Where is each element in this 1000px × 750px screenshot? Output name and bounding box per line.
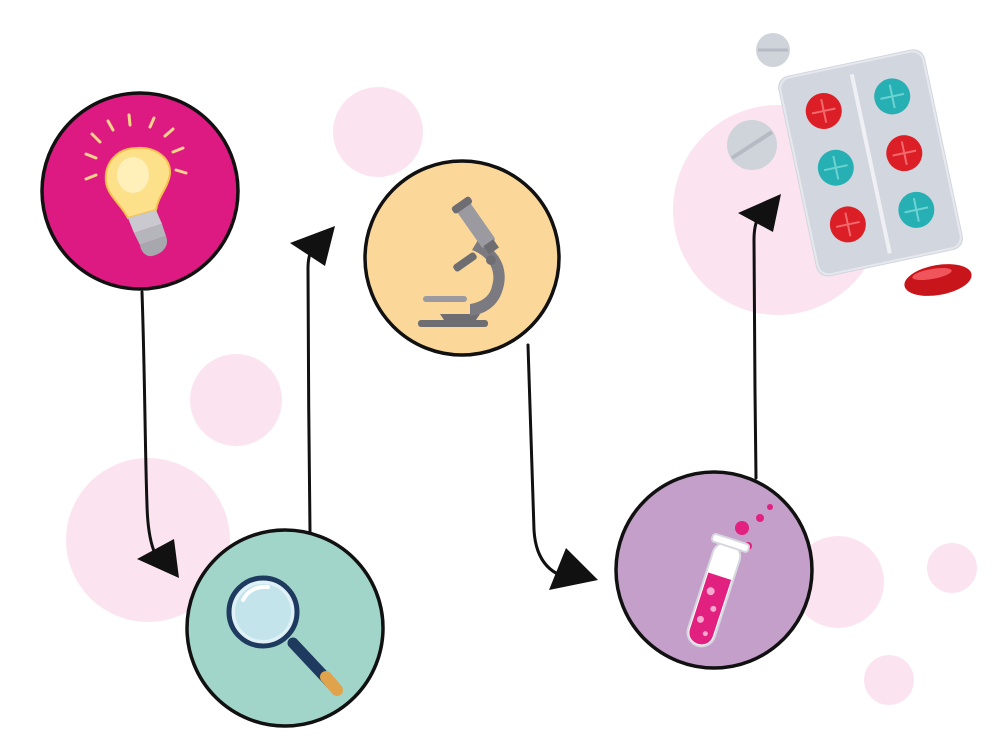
capsule-icon — [904, 264, 972, 296]
flow-arrows — [137, 194, 781, 590]
pill-teal — [817, 149, 854, 186]
pill-red — [886, 135, 923, 172]
arrowhead — [290, 226, 335, 266]
arrowhead — [549, 548, 598, 590]
loose-tablet-icon — [756, 33, 790, 67]
bubble — [864, 655, 914, 705]
pill-blister-pack-icon — [778, 49, 964, 277]
step-medicine — [727, 33, 972, 296]
arrowhead — [738, 194, 781, 232]
magnifying-glass-icon — [226, 575, 343, 696]
step-research — [363, 159, 561, 357]
pill-red — [805, 92, 842, 129]
pill-teal — [874, 78, 911, 115]
pill-teal — [898, 191, 935, 228]
arrow-research-to-testing — [526, 343, 582, 582]
bubble — [333, 87, 423, 177]
bubble — [66, 458, 230, 622]
loose-tablet-icon — [727, 120, 777, 170]
step-testing — [614, 470, 814, 670]
lightbulb-icon — [84, 113, 188, 257]
microscope-circle — [363, 159, 561, 357]
step-search — [185, 528, 385, 728]
test-tube-icon — [686, 504, 773, 648]
bubble — [927, 543, 977, 593]
bubble — [190, 354, 282, 446]
pill-red — [829, 206, 866, 243]
microscope-icon — [418, 196, 505, 327]
step-idea — [40, 91, 240, 291]
arrowhead — [137, 539, 179, 578]
bubble — [792, 536, 884, 628]
arrow-search-to-research — [306, 233, 330, 534]
